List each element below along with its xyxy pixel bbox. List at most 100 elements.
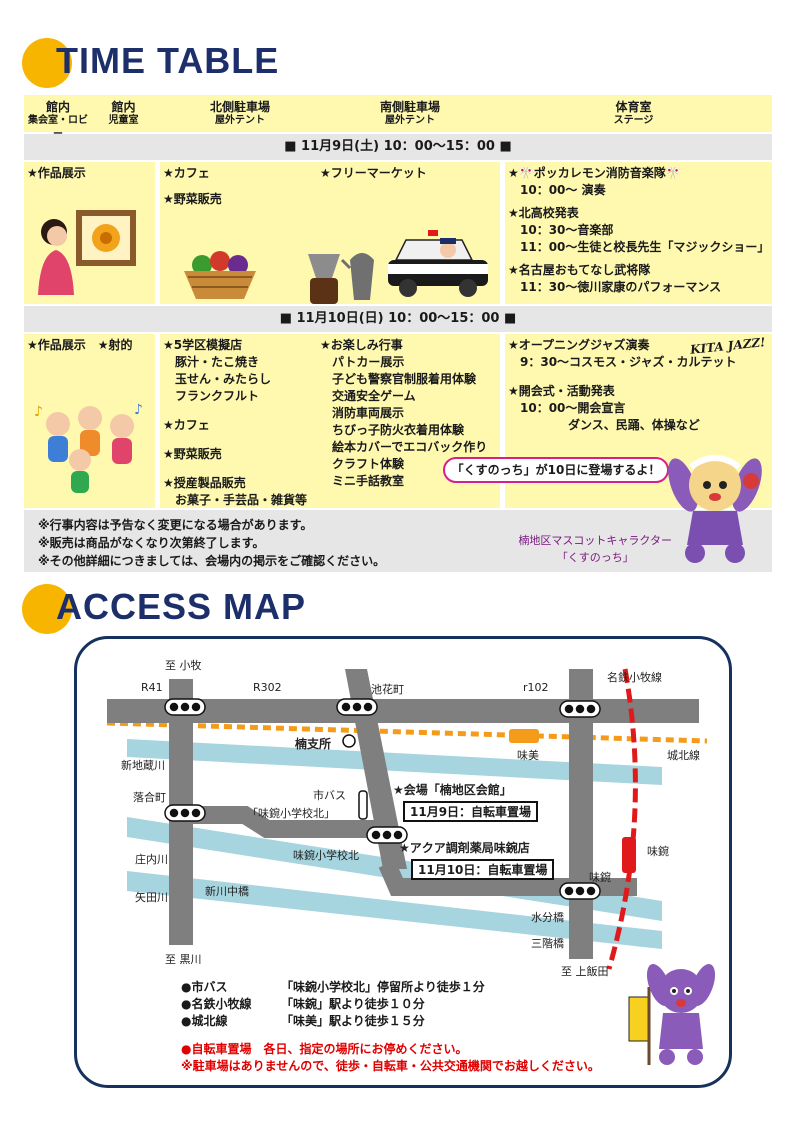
mascot-caption-line2: 「くすのっち」 (556, 551, 634, 564)
label-yadagawa: 矢田川 (135, 891, 168, 904)
map-roads-rivers (106, 668, 708, 970)
day2-event-5: ちびっ子防火衣着用体験 (332, 423, 465, 437)
header-col-south-parking: 南側駐車場屋外テント (379, 100, 440, 126)
heading-dot-access (22, 584, 72, 634)
day2-stage-item1-line1: 9：30〜コスモス・ジャズ・カルテット (520, 355, 737, 369)
day2-event-3: 交通安全ゲーム (332, 389, 416, 403)
timetable-title: TIME TABLE (56, 40, 280, 81)
day2-crafts-title: ★授産製品販売 (163, 476, 246, 490)
day2-north-col: ★5学区模擬店 豚汁・たこ焼き 玉せん・みたらし フランクフルト ★カフェ ★野… (163, 337, 313, 509)
bike-parking-note: ●自転車置場 各日、指定の場所にお停めください。 (181, 1042, 468, 1056)
label-mizubun: 水分橋 (531, 911, 564, 924)
day1-stage-cell: ★🎌ポッカレモン消防音楽隊🎌 10：00〜 演奏 ★北高校発表 10：30〜音楽… (505, 162, 772, 304)
day1-stage-item2-line1: 10：30〜音楽部 (520, 223, 614, 237)
river-yada (127, 871, 662, 949)
note-3: ※その他詳細につきましては、会場内の掲示をご確認ください。 (38, 554, 386, 568)
day2-event-4: 消防車両展示 (332, 406, 405, 420)
day2-stage-item2-line1: 10：00〜開会宣言 (520, 401, 626, 415)
mascot-caption-line1: 楠地区マスコットキャラクター (518, 534, 672, 547)
label-ajima: 味鋺 (647, 845, 669, 858)
day2-hall-cell: ★作品展示 ★射的 ♪♪ (24, 334, 155, 508)
day2-south-col: ★お楽しみ行事 パトカー展示 子ども警察官制服着用体験 交通安全ゲーム 消防車両… (320, 337, 495, 490)
label-ikehanacho: 池花町 (371, 683, 404, 696)
timetable: 館内集会室・ロビー 館内児童室 北側駐車場屋外テント 南側駐車場屋外テント 体育… (24, 95, 772, 572)
day1-stage-item1-line1: 10：00〜 演奏 (520, 183, 606, 197)
note-2: ※販売は商品がなくなり次第終了します。 (38, 536, 265, 550)
header-col-north-parking: 北側駐車場屋外テント (209, 100, 270, 126)
day1-exhibit: ★作品展示 (27, 166, 86, 180)
no-parking-note: ※駐車場はありませんので、徒歩・自転車・公共交通機関でお越しください。 (181, 1059, 600, 1073)
day1-stage-item3-line1: 11：30〜徳川家康のパフォーマンス (520, 280, 722, 294)
day2-stall-line2: 玉せん・みたらし (175, 372, 272, 386)
route-johoku: ●城北線「味美」駅より徒歩１５分 (181, 1014, 425, 1028)
day2-event-8: ミニ手話教室 (332, 474, 405, 488)
day2-exhibit: ★作品展示 ★射的 (27, 338, 133, 352)
day2-event-1: パトカー展示 (332, 355, 405, 369)
day2-stall-title: ★5学区模擬店 (163, 338, 243, 352)
label-ochiaicho: 落合町 (133, 791, 166, 804)
label-johoku: 城北線 (667, 749, 700, 762)
day1-hall-cell: ★作品展示 (24, 162, 155, 304)
label-kusunoki-branch: 楠支所 (295, 737, 332, 751)
header-col-hall1: 館内集会室・ロビー (28, 100, 88, 140)
vegetable-basket-illustration (184, 251, 256, 299)
road-ochiai (189, 806, 377, 838)
day2-stage-item2-title: ★開会式・活動発表 (508, 384, 615, 398)
header-col-gym: 体育室ステージ (613, 100, 654, 126)
kusunoki-branch-marker (342, 734, 356, 748)
label-aqua: ★アクア調剤薬局味鋺店 (399, 841, 530, 855)
station-ajima (622, 837, 636, 873)
label-ajima-stn: 味鋺 (589, 871, 611, 884)
access-title: ACCESS MAP (56, 586, 307, 627)
label-venue: ★会場「楠地区会館」 (393, 783, 512, 797)
route-meitetsu: ●名鉄小牧線「味鋺」駅より徒歩１０分 (181, 997, 425, 1011)
label-r102: r102 (523, 681, 549, 694)
day1-stage-item2-title: ★北高校発表 (508, 206, 579, 220)
label-citybus: 市バス (313, 789, 346, 802)
day2-vegetables: ★野菜販売 (163, 447, 222, 461)
day1-flea-market: ★フリーマーケット (320, 166, 427, 180)
day2-event-6: 絵本カバーでエコバック作り (332, 440, 488, 454)
label-r41: R41 (141, 681, 163, 694)
day2-stage-item2-line2: ダンス、民踊、体操など (568, 418, 700, 432)
svg-text:♪: ♪ (134, 402, 143, 418)
mascot-kusunocchi-illustration (668, 455, 762, 563)
children-illustration: ♪♪ (34, 402, 143, 493)
day1-stage-item2-line2: 11：00〜生徒と校長先生「マジックショー」 (520, 240, 770, 254)
label-shonaigawa: 庄内川 (135, 853, 168, 866)
day2-crafts-line1: お菓子・手芸品・雑貨等 (175, 493, 308, 507)
mascot-speech-bubble: 「くすのっち」が10日に登場するよ！ (443, 457, 669, 483)
label-komaki: 至 小牧 (165, 659, 202, 672)
road-ajima (378, 860, 637, 896)
label-shinjizo: 新地蔵川 (121, 759, 165, 772)
timetable-header: 館内集会室・ロビー 館内児童室 北側駐車場屋外テント 南側駐車場屋外テント 体育… (24, 95, 772, 140)
mascot-map-illustration (628, 964, 715, 1065)
label-shinkawa: 新川中橋 (205, 885, 249, 898)
day1-stage-item1-title: ★🎌ポッカレモン消防音楽隊🎌 (508, 166, 681, 180)
coffee-pot-illustration (308, 253, 374, 304)
bus-stop-marker (358, 790, 368, 820)
road-ikehana (345, 669, 407, 869)
day2-event-7: クラフト体験 (332, 457, 405, 471)
rail-johoku (106, 720, 708, 744)
station-ajiyoshi (509, 729, 539, 743)
timetable-notes: ※行事内容は予告なく変更になる場合があります。 ※販売は商品がなくなり次第終了し… (24, 510, 772, 572)
note-1: ※行事内容は予告なく変更になる場合があります。 (38, 518, 313, 532)
police-car-illustration (388, 230, 488, 297)
day1-stage-item3-title: ★名古屋おもてなし武将隊 (508, 263, 651, 277)
day2-stall-line1: 豚汁・たこ焼き (175, 355, 260, 369)
day1-cafe: ★カフェ (163, 166, 210, 180)
label-meitetsu: 名鉄小牧線 (607, 671, 662, 684)
route-bus: ●市バス「味鋺小学校北」停留所より徒歩１分 (181, 980, 485, 994)
day1-vegetables: ★野菜販売 (163, 192, 222, 206)
label-r302: R302 (253, 681, 282, 694)
day1-date: ■ 11月9日(土) 10：00〜15：00 ■ (24, 134, 772, 160)
label-venue-day1: 11月9日：自転車置場 (403, 801, 539, 822)
access-routes: ●市バス「味鋺小学校北」停留所より徒歩１分 ●名鉄小牧線「味鋺」駅より徒歩１０分… (181, 979, 485, 1030)
day1-row: ★作品展示 ★カフェ ★フリーマーケット ★野菜販売 (24, 162, 772, 304)
label-aqua-day2: 11月10日：自転車置場 (411, 859, 555, 880)
day1-parking-cell: ★カフェ ★フリーマーケット ★野菜販売 (160, 162, 500, 304)
label-ajima-north: 味鋺小学校北 (293, 849, 359, 862)
label-ajiyoshi: 味美 (517, 749, 539, 762)
rail-meitetsu (606, 668, 638, 970)
